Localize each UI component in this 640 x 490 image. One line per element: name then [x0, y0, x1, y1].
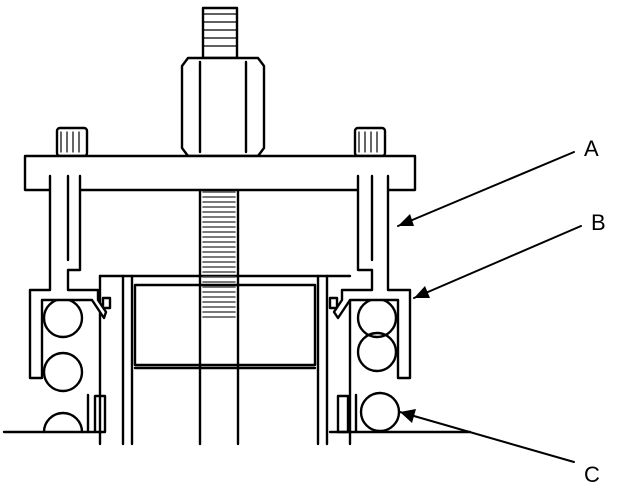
top-bolt — [180, 6, 266, 158]
callout-label-b: B — [591, 210, 606, 235]
callout-arrowheads — [398, 214, 430, 423]
bearing-c — [359, 391, 401, 433]
puller-legs — [28, 174, 412, 380]
cap-bolts — [55, 126, 387, 158]
crossbar — [23, 154, 417, 192]
callout-label-c: C — [584, 462, 600, 487]
callout-label-a: A — [584, 136, 599, 161]
spindle — [198, 156, 240, 446]
callout-leaders — [397, 151, 582, 463]
housing — [2, 274, 472, 446]
